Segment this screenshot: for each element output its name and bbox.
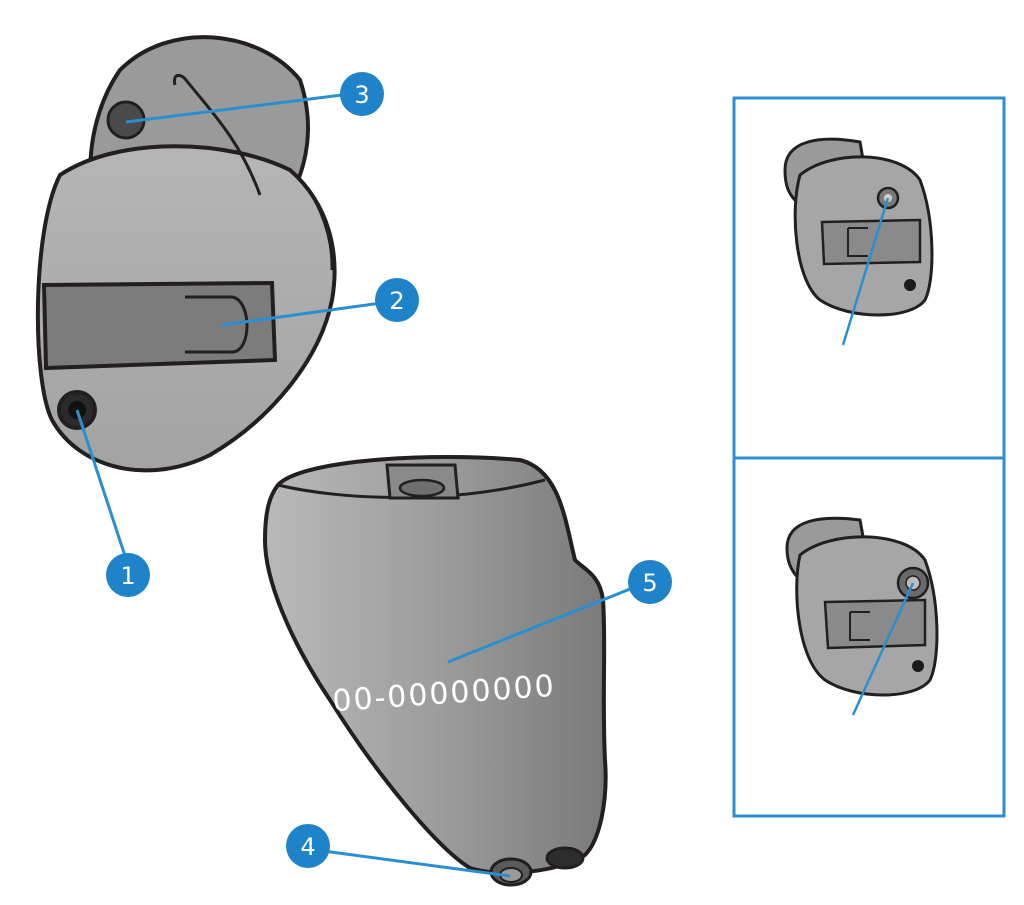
faceplate-rim xyxy=(289,168,334,271)
removal-handle xyxy=(41,280,278,371)
battery-door-pull xyxy=(398,478,446,498)
inset2-grip xyxy=(849,611,870,641)
inset1-mic-port xyxy=(904,279,916,291)
callout-2-label: 2 xyxy=(389,287,404,315)
inset2-mic-port xyxy=(912,660,924,672)
callout-1: 1 xyxy=(106,553,150,597)
inset-rotary-control-view xyxy=(785,516,939,716)
faceplate-view xyxy=(35,35,337,473)
callout-5-badge xyxy=(628,560,672,604)
callout-5: 5 xyxy=(628,560,672,604)
leader-lines xyxy=(75,92,641,878)
leader-4 xyxy=(315,848,511,878)
vent-wire xyxy=(172,73,262,196)
inset-panels xyxy=(732,96,1006,818)
inset1-grip xyxy=(847,227,868,257)
callout-1-label: 1 xyxy=(120,562,135,590)
leader-1 xyxy=(75,409,130,566)
inset2-handle xyxy=(823,598,927,650)
inset1-handle xyxy=(820,218,922,266)
callout-2: 2 xyxy=(375,278,419,322)
inset1-leader xyxy=(841,197,890,346)
callout-3-label: 3 xyxy=(354,81,369,109)
callout-4-label: 4 xyxy=(300,833,315,861)
callout-2-badge xyxy=(375,278,419,322)
callout-5-label: 5 xyxy=(642,569,657,597)
leader-5 xyxy=(447,583,641,664)
inset2-leader xyxy=(851,582,915,716)
callout-4: 4 xyxy=(286,824,330,868)
callout-3: 3 xyxy=(340,72,384,116)
callout-4-badge xyxy=(286,824,330,868)
leader-3 xyxy=(125,92,351,124)
callout-1-badge xyxy=(106,553,150,597)
handle-grip xyxy=(185,295,249,354)
inset-push-button-view xyxy=(783,137,934,346)
shell-body xyxy=(262,455,608,875)
vent-opening xyxy=(545,846,585,870)
callout-3-badge xyxy=(340,72,384,116)
side-view: 00-00000000 xyxy=(262,455,608,887)
leader-2 xyxy=(221,300,389,327)
